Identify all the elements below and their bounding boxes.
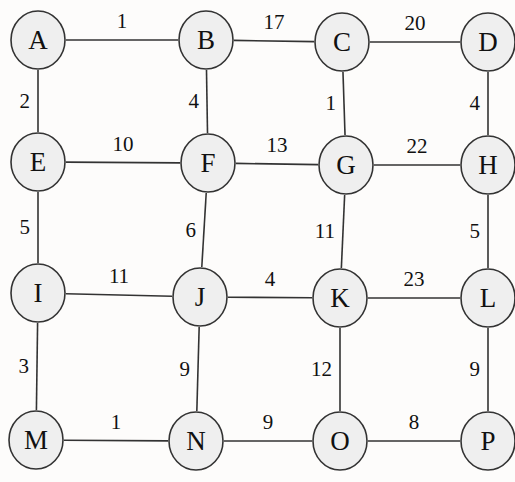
vertex-label: F (200, 150, 215, 177)
graph-vertex: K (312, 268, 368, 328)
graph-edge (37, 70, 39, 132)
graph-edge (487, 72, 489, 135)
graph-vertex: C (314, 12, 370, 72)
edge-weight: 5 (18, 217, 33, 238)
edge-weight: 2 (18, 91, 33, 112)
vertex-label: L (480, 285, 497, 312)
graph-vertex: D (460, 12, 515, 72)
vertex-label: I (34, 280, 43, 307)
vertex-label: E (30, 149, 47, 176)
vertex-label: H (478, 152, 498, 179)
graph-vertex: O (312, 411, 368, 471)
edge-weight: 6 (184, 220, 199, 241)
edge-weight: 1 (324, 93, 339, 114)
graph-edge (487, 328, 489, 411)
graph-edge (234, 40, 314, 41)
graph-edge (370, 41, 460, 43)
edge-weight: 23 (402, 269, 427, 290)
graph-edge (343, 72, 345, 135)
graph-edge (368, 297, 460, 299)
graph-vertex: F (180, 133, 236, 193)
graph-vertex: N (168, 411, 224, 471)
edge-weight: 11 (313, 221, 337, 242)
vertex-label: J (195, 284, 206, 311)
vertex-label: G (336, 152, 356, 179)
vertex-label: K (330, 285, 350, 312)
edge-weight: 9 (468, 359, 483, 380)
edge-weight: 1 (109, 412, 124, 433)
graph-edge (202, 193, 206, 267)
graph-edge (36, 323, 37, 410)
edge-weight: 8 (407, 412, 422, 433)
graph-edge (224, 440, 312, 442)
vertex-label: M (24, 427, 48, 454)
edge-weight: 5 (468, 221, 483, 242)
graph-vertex: L (460, 268, 515, 328)
edge-weight: 12 (309, 359, 334, 380)
graph-vertex: M (8, 410, 64, 470)
graph-vertex: B (178, 10, 234, 70)
edge-weight: 22 (405, 136, 430, 157)
graph-edge (374, 164, 460, 166)
graph-edge (66, 161, 180, 163)
graph-edge (341, 195, 344, 268)
vertex-label: B (197, 27, 215, 54)
graph-edge (206, 70, 207, 133)
edge-weight: 1 (115, 11, 130, 32)
vertex-label: C (333, 29, 351, 56)
graph-vertex: I (10, 263, 66, 323)
graph-vertex: A (10, 10, 66, 70)
graph-edge (66, 39, 178, 41)
edge-weight: 13 (265, 135, 290, 156)
graph-vertex: E (10, 132, 66, 192)
vertex-label: D (478, 29, 498, 56)
edge-weight: 17 (262, 12, 287, 33)
edge-weight: 4 (187, 91, 202, 112)
edge-weight: 20 (403, 13, 428, 34)
edge-weight: 10 (111, 134, 136, 155)
graph-edge (487, 195, 489, 268)
edge-weight: 4 (263, 269, 278, 290)
graph-edge (197, 327, 199, 411)
graph-edge (66, 294, 172, 297)
edge-weight: 9 (261, 412, 276, 433)
edge-weight: 9 (178, 359, 193, 380)
graph-edge (64, 439, 168, 441)
edge-weight: 11 (107, 266, 131, 287)
graph-edge (236, 163, 318, 164)
graph-vertex: J (172, 267, 228, 327)
vertex-label: A (28, 27, 48, 54)
edge-weight: 3 (17, 356, 32, 377)
graph-vertex: P (460, 411, 515, 471)
graph-vertex: H (460, 135, 515, 195)
vertex-label: P (480, 428, 495, 455)
graph-edge (339, 328, 341, 411)
graph-vertex: G (318, 135, 374, 195)
graph-edge (368, 440, 460, 442)
graph-edge (37, 192, 39, 263)
vertex-label: N (186, 428, 206, 455)
edge-weight: 4 (468, 93, 483, 114)
vertex-label: O (330, 428, 350, 455)
graph-edge (228, 296, 312, 298)
